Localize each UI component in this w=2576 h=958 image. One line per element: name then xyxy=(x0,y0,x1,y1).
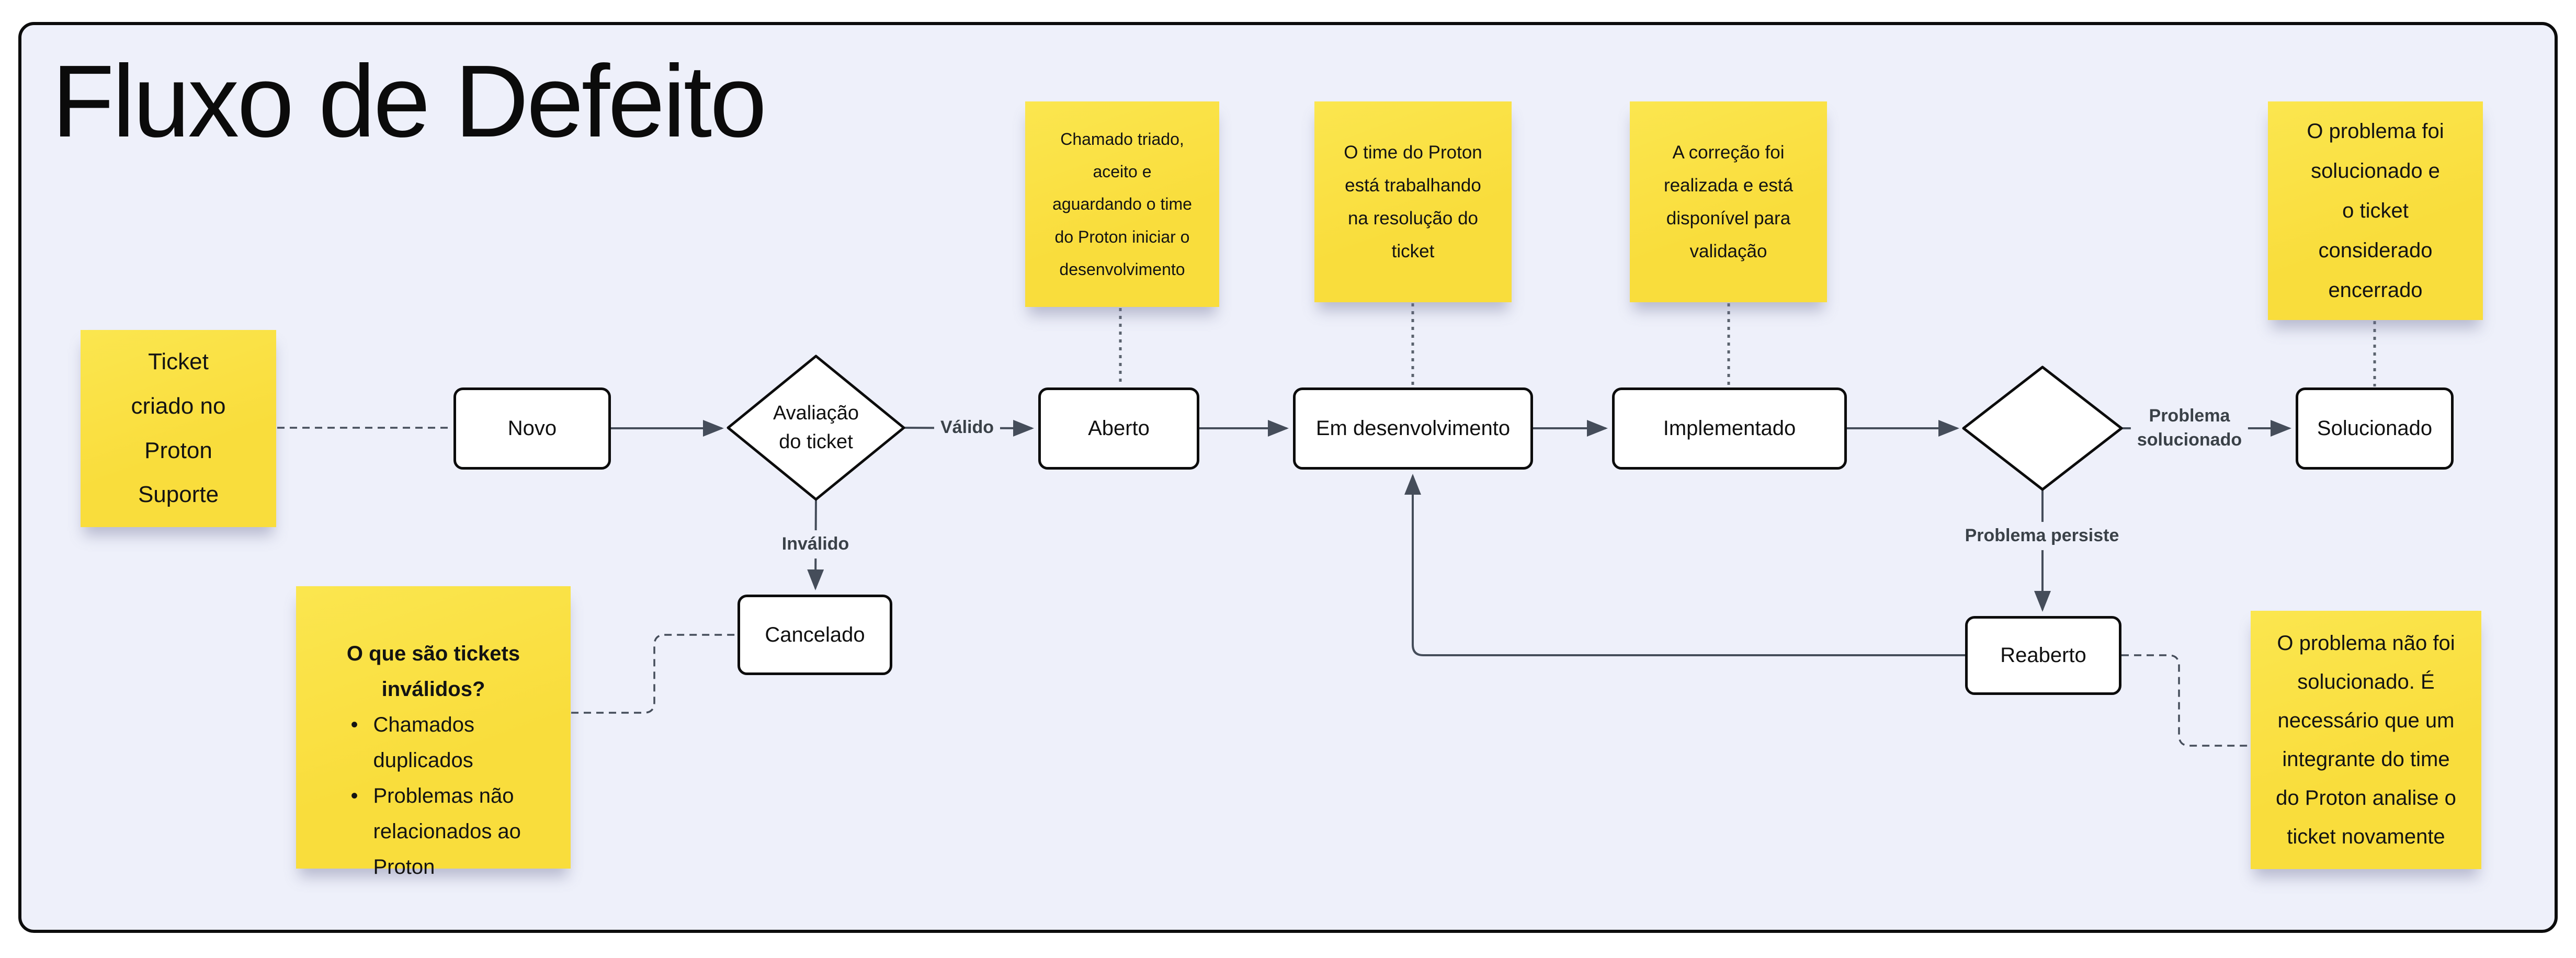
process-box-novo: Novo xyxy=(453,387,611,470)
process-box-cancelado: Cancelado xyxy=(737,595,892,675)
sticky-title: O que são tickets inválidos? xyxy=(346,642,520,701)
connector-invalidos-to-cancelado xyxy=(571,634,736,714)
node-label: Aberto xyxy=(1088,417,1150,440)
edge-label-problema-persiste: Problema persiste xyxy=(1958,522,2126,550)
diagram-canvas: Fluxo de Defeito xyxy=(18,22,2558,933)
process-box-aberto: Aberto xyxy=(1038,387,1199,470)
sticky-bullet-list: Chamados duplicados Problemas não relaci… xyxy=(329,707,538,885)
decision-problema-resolvido xyxy=(1962,366,2123,491)
process-box-reaberto: Reaberto xyxy=(1965,616,2121,695)
node-label: Implementado xyxy=(1663,417,1796,440)
process-box-em-desenvolvimento: Em desenvolvimento xyxy=(1293,387,1533,470)
sticky-note-problema-nao-solucionado: O problema não foi solucionado. É necess… xyxy=(2251,611,2481,869)
edge-label-valido: Válido xyxy=(934,414,1001,442)
sticky-bullet-item: Chamados duplicados xyxy=(329,707,538,778)
edge-reaberto-to-emdesenvolvimento xyxy=(1404,474,1965,656)
edge-label-problema-solucionado: Problema solucionado xyxy=(2130,402,2249,454)
sticky-note-problema-encerrado: O problema foi solucionado e o ticket co… xyxy=(2268,101,2483,320)
process-box-implementado: Implementado xyxy=(1612,387,1847,470)
node-label: Reaberto xyxy=(2000,644,2086,667)
sticky-note-time-trabalhando: O time do Proton está trabalhando na res… xyxy=(1314,101,1512,302)
sticky-note-tickets-invalidos: O que são tickets inválidos? Chamados du… xyxy=(296,586,571,879)
sticky-note-correcao-realizada: A correção foi realizada e está disponív… xyxy=(1630,101,1827,302)
node-label: Solucionado xyxy=(2317,417,2433,440)
node-label: Em desenvolvimento xyxy=(1315,417,1511,440)
connector-layer xyxy=(277,303,2376,747)
node-label: Cancelado xyxy=(765,623,865,646)
edge-label-invalido: Inválido xyxy=(775,530,856,558)
node-label: Novo xyxy=(507,417,557,440)
sticky-note-ticket-criado: Ticket criado no Proton Suporte xyxy=(81,330,276,527)
decision-label-avaliacao: Avaliação do ticket xyxy=(773,402,859,453)
decision-avaliacao-do-ticket xyxy=(727,355,905,501)
sticky-note-chamado-triado: Chamado triado, aceito e aguardando o ti… xyxy=(1025,101,1219,307)
sticky-bullet-item: Problemas não relacionados ao Proton xyxy=(329,778,538,885)
page-title: Fluxo de Defeito xyxy=(52,44,767,158)
process-box-solucionado: Solucionado xyxy=(2296,387,2454,470)
connector-reaberto-to-naosolucionado xyxy=(2121,654,2250,747)
